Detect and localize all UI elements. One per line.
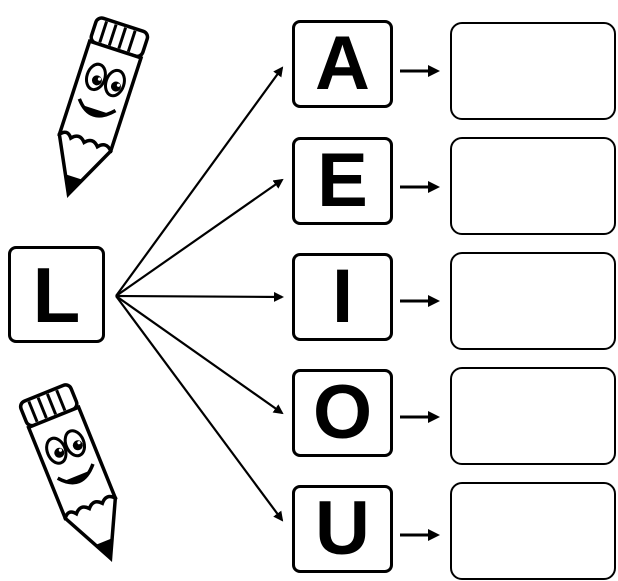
answer-box-e[interactable] bbox=[450, 137, 616, 235]
vowel-box-i: I bbox=[292, 253, 393, 341]
vowel-box-o: O bbox=[292, 369, 393, 457]
vowel-box-u: U bbox=[292, 485, 393, 573]
arrow-to-u bbox=[115, 295, 284, 522]
arrow-right-icon bbox=[400, 529, 440, 541]
source-letter: L bbox=[32, 250, 81, 339]
vowel-box-e: E bbox=[292, 137, 393, 225]
arrow-to-a bbox=[115, 66, 284, 297]
arrow-to-o bbox=[115, 295, 284, 415]
vowel-letter: A bbox=[315, 21, 370, 106]
answer-box-i[interactable] bbox=[450, 252, 616, 350]
answer-box-a[interactable] bbox=[450, 22, 616, 120]
vowel-letter: U bbox=[315, 486, 370, 571]
answer-box-o[interactable] bbox=[450, 367, 616, 465]
arrow-right-icon bbox=[400, 181, 440, 193]
vowel-letter: I bbox=[331, 254, 354, 339]
vowel-letter: O bbox=[312, 370, 373, 455]
vowel-box-a: A bbox=[292, 20, 393, 108]
arrow-right-icon bbox=[400, 411, 440, 423]
answer-box-u[interactable] bbox=[450, 482, 616, 580]
source-letter-box: L bbox=[8, 246, 105, 343]
cartoon-pencil-icon bbox=[57, 16, 150, 198]
arrow-right-icon bbox=[400, 65, 440, 77]
cartoon-pencil-icon bbox=[18, 383, 118, 562]
arrow-to-e bbox=[115, 178, 284, 297]
arrow-to-i bbox=[115, 291, 284, 302]
vowel-letter: E bbox=[317, 138, 368, 223]
arrow-right-icon bbox=[400, 295, 440, 307]
